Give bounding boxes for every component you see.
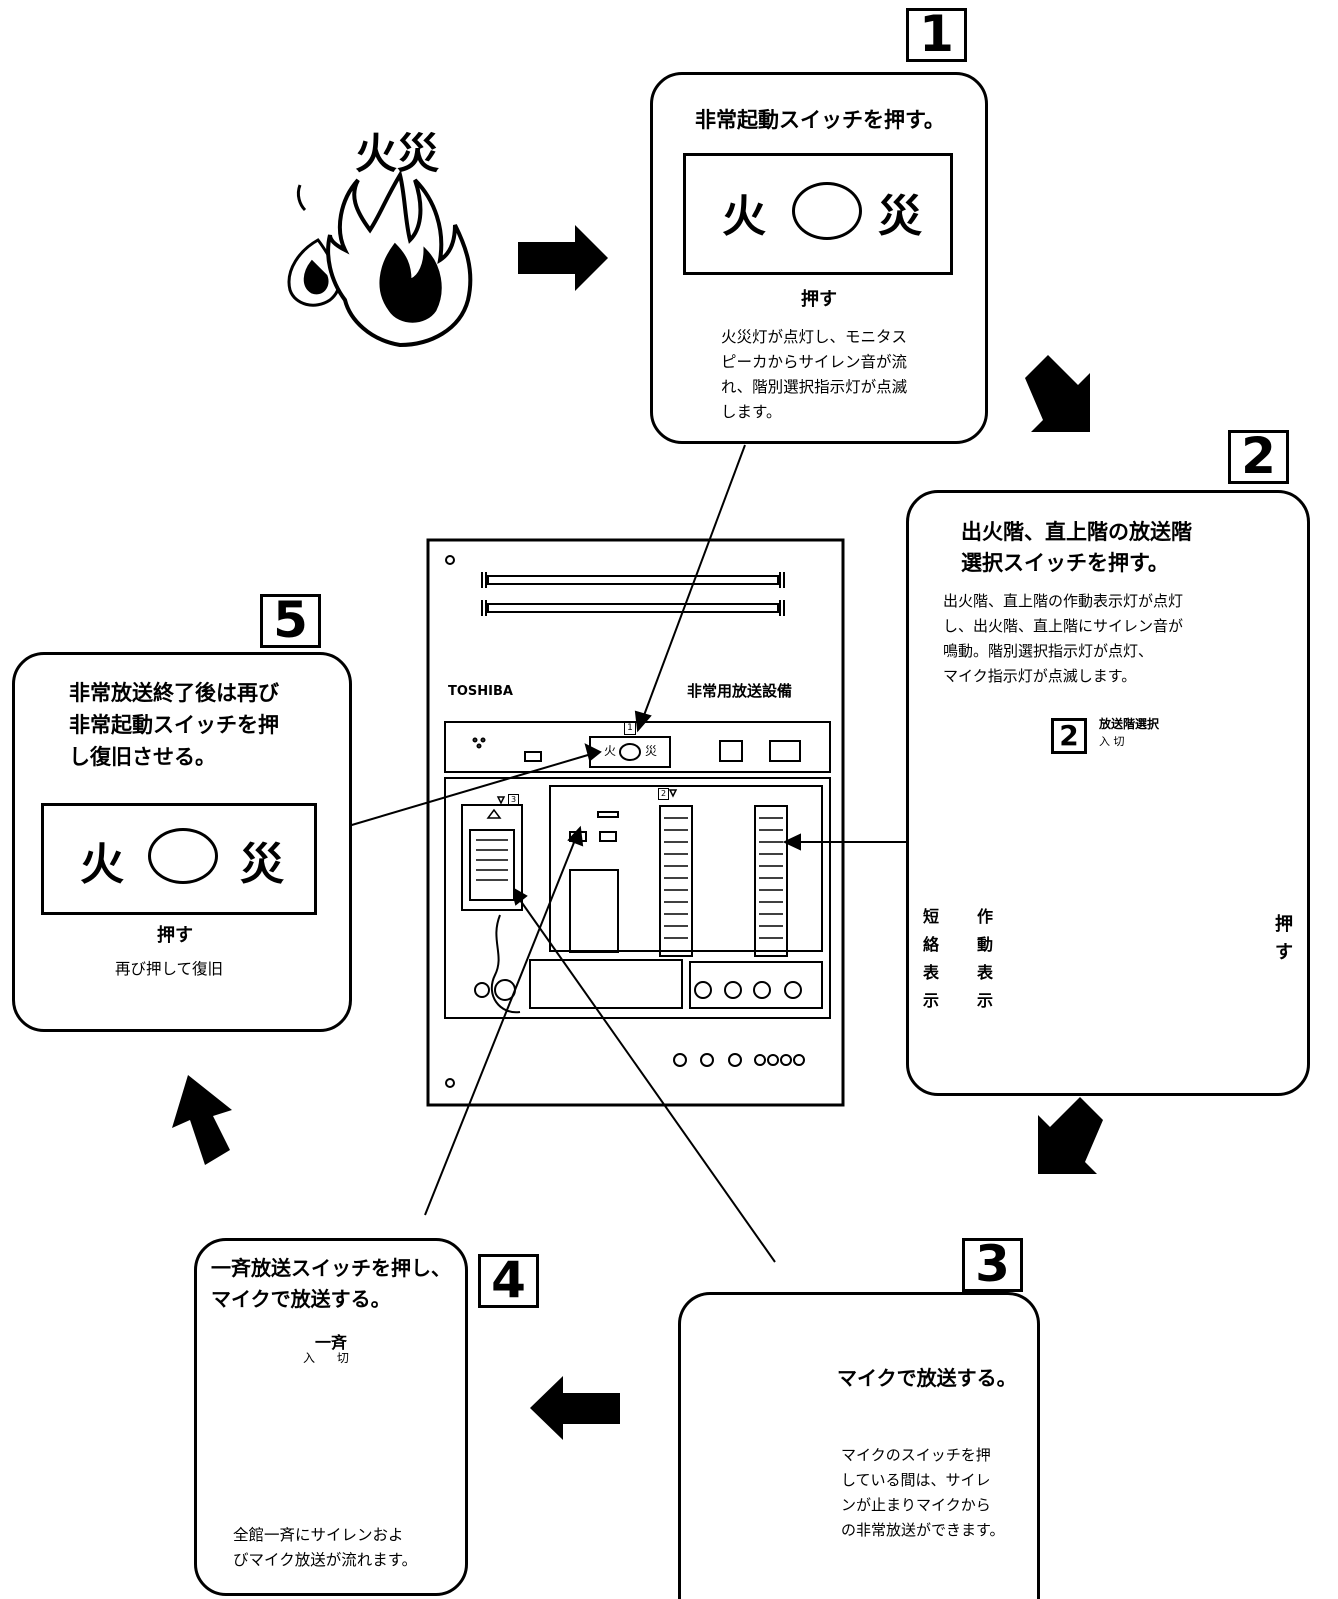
step3-title: マイクで放送する。 bbox=[837, 1366, 1017, 1390]
device-panel bbox=[426, 538, 845, 1107]
step1-fire-panel: 火 災 bbox=[683, 153, 953, 275]
step2-body: 出火階、直上階の作動表示灯が点灯 し、出火階、直上階にサイレン音が 鳴動。階別選… bbox=[943, 592, 1184, 685]
step1-box: 非常起動スイッチを押す。 火 災 押す 火災灯が点灯し、モニタス ピーカからサイ… bbox=[650, 72, 988, 444]
step5-title: 非常放送終了後は再び 非常起動スイッチを押 し復旧させる。 bbox=[69, 681, 279, 769]
step3-box: マイクで放送する。 マイクのスイッチを押 している間は、サイレ ンが止まりマイク… bbox=[678, 1292, 1040, 1599]
device-fire-right: 災 bbox=[645, 744, 658, 758]
step2-off-label: 切 bbox=[1113, 735, 1125, 748]
device-mark1: 1 bbox=[624, 722, 636, 735]
step3-body: マイクのスイッチを押 している間は、サイレ ンが止まりマイクから の非常放送がで… bbox=[841, 1446, 1005, 1539]
step5-fire-left: 火 bbox=[80, 839, 124, 890]
step4-title: 一斉放送スイッチを押し、 マイクで放送する。 bbox=[211, 1256, 451, 1311]
step4-off-label: 切 bbox=[336, 1351, 349, 1365]
step4-body: 全館一斉にサイレンおよ びマイク放送が流れます。 bbox=[233, 1526, 418, 1569]
arrow-left bbox=[530, 1376, 620, 1440]
step2-on-off: 入 切 bbox=[1099, 733, 1125, 749]
step5-fire-panel: 火 災 bbox=[41, 803, 317, 915]
step1-fire-left: 火 bbox=[722, 191, 766, 242]
step4-box: 一斉放送スイッチを押し、 マイクで放送する。 一斉 入 切 全館一斉にサイレンお… bbox=[194, 1238, 468, 1596]
fire-heading: 火災 bbox=[355, 129, 440, 178]
device-brand: TOSHIBA bbox=[448, 684, 513, 699]
device-mark3: 3 bbox=[508, 794, 519, 806]
flow-arrows bbox=[172, 225, 1103, 1440]
step1-press-label: 押す bbox=[801, 289, 837, 310]
arrow-down-left bbox=[1038, 1097, 1103, 1174]
step2-op-label: 作動表示 bbox=[977, 907, 994, 1010]
step5-box: 非常放送終了後は再び 非常起動スイッチを押 し復旧させる。 火 災 押す 再び押… bbox=[12, 652, 352, 1032]
step2-box: 出火階、直上階の放送階 選択スイッチを押す。 出火階、直上階の作動表示灯が点灯 … bbox=[906, 490, 1310, 1096]
step2-number: 2 bbox=[1228, 430, 1289, 484]
step5-press-label: 押す bbox=[157, 925, 193, 946]
step3-number: 3 bbox=[962, 1238, 1023, 1292]
step2-on-label: 入 bbox=[1099, 735, 1110, 748]
step2-selector-label: 放送階選択 bbox=[1099, 717, 1160, 731]
device-mark2: 2 bbox=[658, 788, 669, 800]
step1-fire-right: 災 bbox=[878, 191, 922, 242]
arrow-down-right bbox=[1025, 355, 1090, 432]
step2-short-label: 短絡表示 bbox=[923, 907, 940, 1010]
step1-fire-button[interactable] bbox=[792, 182, 862, 240]
step5-fire-right: 災 bbox=[240, 839, 284, 890]
step4-switch-label: 一斉 bbox=[315, 1333, 348, 1352]
device-fire-left: 火 bbox=[604, 744, 617, 758]
step2-press-label: 押す bbox=[1275, 914, 1293, 963]
device-name: 非常用放送設備 bbox=[687, 682, 793, 700]
step1-body: 火災灯が点灯し、モニタス ピーカからサイレン音が流 れ、階別選択指示灯が点滅 し… bbox=[721, 328, 908, 421]
step2-title: 出火階、直上階の放送階 選択スイッチを押す。 bbox=[961, 520, 1192, 575]
step5-number: 5 bbox=[260, 594, 321, 648]
step5-fire-button[interactable] bbox=[148, 828, 218, 884]
step1-title: 非常起動スイッチを押す。 bbox=[695, 108, 945, 132]
step2-inset-number: 2 bbox=[1051, 718, 1087, 754]
step5-body: 再び押して復旧 bbox=[115, 960, 224, 978]
arrow-right bbox=[518, 225, 608, 291]
step4-on-label: 入 bbox=[303, 1351, 316, 1365]
arrow-up-left bbox=[172, 1075, 232, 1165]
fire-illustration bbox=[287, 169, 473, 348]
step1-number: 1 bbox=[906, 8, 967, 62]
leader-lines bbox=[344, 444, 920, 1263]
step4-on-off: 入 切 bbox=[289, 1349, 349, 1366]
step4-number: 4 bbox=[478, 1254, 539, 1308]
